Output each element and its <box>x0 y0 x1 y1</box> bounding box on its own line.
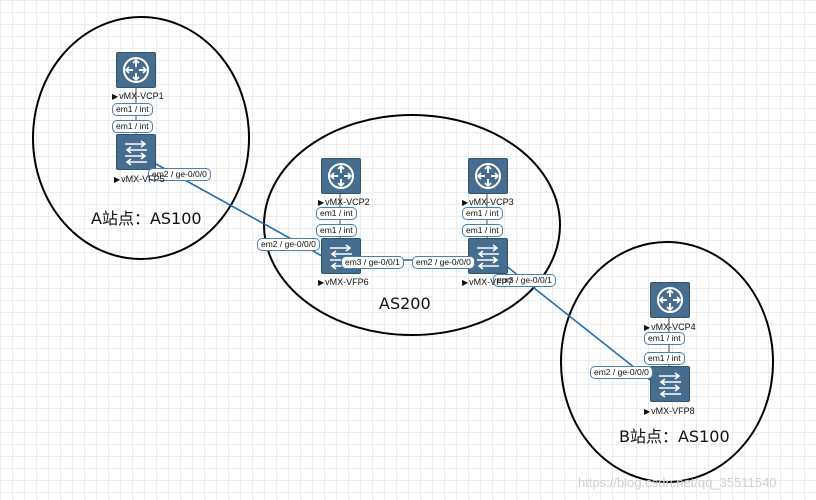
iface-label-vfp7-em1: em1 / int <box>462 224 503 237</box>
router-symbol <box>475 163 501 189</box>
node-name: vMX-VFP5 <box>121 174 165 184</box>
router-symbol <box>328 163 354 189</box>
switch-symbol <box>477 244 499 270</box>
switch-symbol <box>125 140 147 166</box>
node-name: vMX-VFP6 <box>325 277 369 287</box>
as200-boundary <box>263 114 561 336</box>
iface-label-vfp7-em3: em3 / ge-0/0/1 <box>493 274 556 287</box>
router-symbol <box>657 287 683 313</box>
site-a-label: A站点：AS100 <box>91 209 202 228</box>
node-label-vfp8: ▶vMX-VFP8 <box>644 406 695 416</box>
expand-triangle-icon: ▶ <box>644 407 651 416</box>
iface-label-vcp3-em1: em1 / int <box>462 207 503 220</box>
iface-label-vfp5-em1: em1 / int <box>112 120 153 133</box>
expand-triangle-icon: ▶ <box>462 278 469 287</box>
site-a-boundary <box>32 16 250 260</box>
node-name: vMX-VFP7 <box>469 277 513 287</box>
iface-label-vcp4-em1: em1 / int <box>644 332 685 345</box>
iface-label-vfp6-em1: em1 / int <box>316 224 357 237</box>
expand-triangle-icon: ▶ <box>462 198 469 207</box>
expand-triangle-icon: ▶ <box>318 198 325 207</box>
node-label-vcp4: ▶vMX-VCP4 <box>644 322 696 332</box>
router-icon[interactable] <box>650 282 690 318</box>
node-label-vcp1: ▶vMX-VCP1 <box>112 91 164 101</box>
iface-label-vfp8-em1: em1 / int <box>644 352 685 365</box>
watermark: https://blog.csdn.net/qq_35511540 <box>578 475 777 490</box>
iface-label-vfp8-em2: em2 / ge-0/0/0 <box>590 366 653 379</box>
expand-triangle-icon: ▶ <box>114 175 121 184</box>
node-label-vfp7: ▶vMX-VFP7 <box>462 277 513 287</box>
site-b-label: B站点：AS100 <box>619 427 730 446</box>
iface-label-vfp6-em2: em2 / ge-0/0/0 <box>257 238 320 251</box>
expand-triangle-icon: ▶ <box>318 278 325 287</box>
node-label-vcp3: ▶vMX-VCP3 <box>462 197 514 207</box>
iface-label-vfp5-em2: em2 / ge-0/0/0 <box>148 168 211 181</box>
iface-label-vcp1-em1: em1 / int <box>112 103 153 116</box>
node-name: vMX-VCP1 <box>119 91 164 101</box>
node-name: vMX-VFP8 <box>651 406 695 416</box>
switch-icon[interactable] <box>116 134 156 170</box>
router-icon[interactable] <box>321 158 361 194</box>
expand-triangle-icon: ▶ <box>644 323 651 332</box>
iface-label-vfp6-em3: em3 / ge-0/0/1 <box>341 256 404 269</box>
node-label-vcp2: ▶vMX-VCP2 <box>318 197 370 207</box>
router-symbol <box>123 57 149 83</box>
iface-label-vcp2-em1: em1 / int <box>316 207 357 220</box>
as200-label: AS200 <box>379 294 431 313</box>
switch-icon[interactable] <box>468 238 508 274</box>
node-name: vMX-VCP2 <box>325 197 370 207</box>
switch-icon[interactable] <box>650 366 690 402</box>
node-label-vfp5: ▶vMX-VFP5 <box>114 174 165 184</box>
node-name: vMX-VCP4 <box>651 322 696 332</box>
router-icon[interactable] <box>116 52 156 88</box>
iface-label-vfp7-em2: em2 / ge-0/0/0 <box>412 256 475 269</box>
switch-symbol <box>659 372 681 398</box>
node-name: vMX-VCP3 <box>469 197 514 207</box>
router-icon[interactable] <box>468 158 508 194</box>
node-label-vfp6: ▶vMX-VFP6 <box>318 277 369 287</box>
expand-triangle-icon: ▶ <box>112 92 119 101</box>
site-b-boundary <box>560 241 774 483</box>
